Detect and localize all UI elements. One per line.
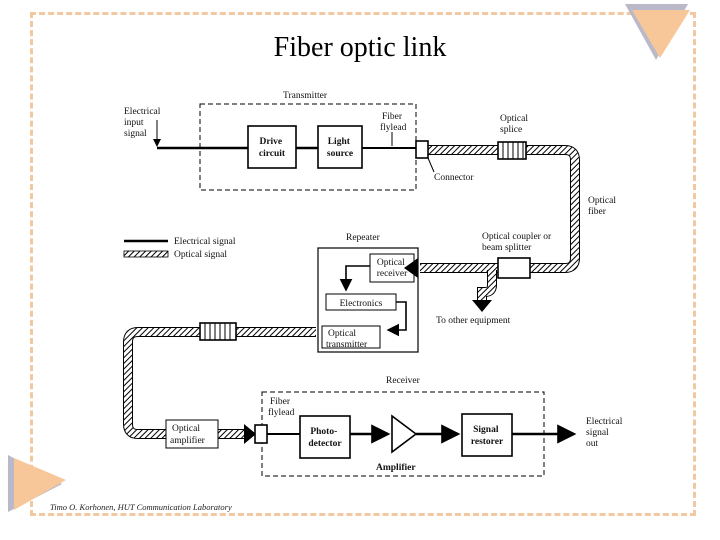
amplifier-input-arrow	[244, 424, 256, 444]
legend-electrical-label: Electrical signal	[174, 237, 236, 247]
optical-splice-top	[497, 141, 527, 160]
electrical-input-label: Electrical input signal	[124, 107, 163, 139]
optical-amplifier-label: Optical amplifier	[170, 424, 206, 446]
receiver-label: Receiver	[386, 376, 421, 386]
electronics-to-transmitter-arrow	[386, 301, 407, 337]
legend-optical-swatch	[123, 250, 169, 258]
connector-top	[415, 140, 429, 159]
fiber-flylead-bottom-label: Fiber flylead	[268, 397, 295, 418]
optical-fiber-label: Optical fiber	[588, 196, 618, 217]
optical-splice-bottom	[199, 322, 237, 341]
signal-restorer-box	[461, 413, 513, 457]
repeater-input-arrow	[404, 258, 418, 278]
legend-optical-label: Optical signal	[174, 250, 227, 260]
optical-transmitter-label: Optical transmitter	[326, 329, 368, 350]
optical-coupler	[497, 257, 531, 279]
slide-title: Fiber optic link	[273, 32, 447, 63]
footer-credit: Timo O. Korhonen, HUT Communication Labo…	[50, 502, 232, 512]
amplifier-label: Amplifier	[376, 463, 416, 473]
repeater-label: Repeater	[346, 233, 381, 243]
photo-detector-label: Photo- detector	[308, 427, 342, 449]
coupler-label: Optical coupler or beam splitter	[482, 232, 554, 253]
to-other-equipment-label: To other equipment	[436, 316, 511, 326]
photo-detector-box	[299, 415, 351, 459]
amplifier-triangle	[391, 414, 418, 454]
light-source-box	[317, 125, 363, 169]
coupler-branch-arrow	[472, 300, 492, 312]
optical-amplifier-box	[165, 419, 219, 449]
corner-triangle-top-orange	[632, 10, 690, 58]
electrical-output-label: Electrical signal out	[586, 417, 625, 449]
slide-frame	[30, 12, 696, 516]
light-source-label: Light source	[327, 137, 353, 159]
fiber-flylead-top-label: Fiber flylead	[380, 112, 407, 133]
connector-bottom	[254, 424, 268, 444]
electronics-label: Electronics	[340, 299, 383, 309]
legend: Electrical signal Optical signal	[123, 237, 236, 260]
optical-receiver-label: Optical receiver	[377, 258, 408, 279]
optical-splice-label: Optical splice	[500, 114, 530, 135]
receiver-to-electronics-arrow	[339, 265, 370, 292]
optical-transmitter-box	[321, 325, 381, 349]
drive-circuit-label: Drive circuit	[259, 137, 286, 159]
signal-restorer-label: Signal restorer	[471, 425, 504, 447]
connector-label: Connector	[434, 173, 474, 183]
transmitter-label: Transmitter	[283, 91, 328, 101]
drive-circuit-box	[247, 125, 297, 169]
corner-triangle-bottom-orange	[14, 458, 66, 510]
optical-fiber-paths	[123, 145, 580, 439]
